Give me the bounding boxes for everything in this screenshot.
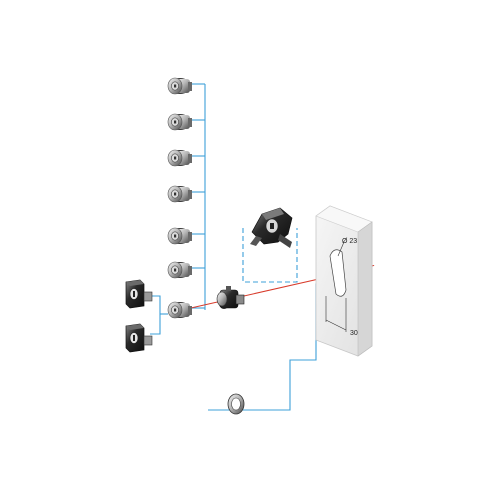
lock-insert-5: [167, 227, 193, 245]
lock-insert-1: [167, 77, 193, 95]
axis-line-front: [181, 275, 333, 311]
width-dimension-line: [325, 319, 347, 331]
lock-insert-6: [167, 261, 193, 279]
diameter-label: Ø 23: [342, 238, 357, 245]
cam-handle: [250, 207, 293, 248]
lock-inserts: [167, 77, 193, 319]
key-insert-1: [125, 279, 153, 309]
lock-body: [216, 286, 245, 309]
door-panel: Ø 23 30: [315, 205, 373, 357]
cam-dashed-guide: [242, 228, 298, 283]
lock-insert-2: [167, 113, 193, 131]
panel-cutout: [329, 249, 347, 297]
sealing-washer: [227, 393, 245, 415]
key-insert-2: [125, 323, 153, 353]
key-inserts: [125, 279, 153, 353]
leader-lines: [150, 83, 330, 411]
diameter-leader: [337, 241, 345, 257]
width-label: 30: [350, 330, 358, 337]
lock-insert-7: [167, 301, 193, 319]
leader-key-inserts: [150, 295, 161, 335]
lock-insert-3: [167, 149, 193, 167]
lock-insert-4: [167, 185, 193, 203]
